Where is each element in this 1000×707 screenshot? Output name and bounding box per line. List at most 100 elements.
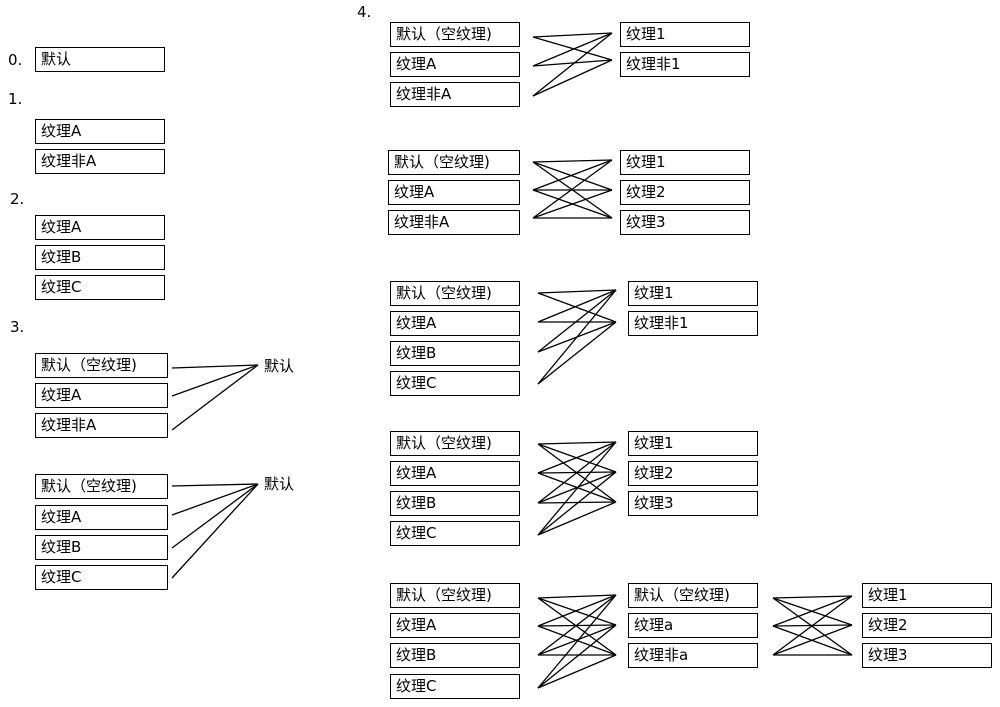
d1-left-box: 默认（空纹理)	[390, 22, 520, 47]
d3-left-box: 纹理B	[390, 341, 520, 366]
d1-left-box: 纹理A	[390, 52, 520, 77]
d4-left-box: 纹理A	[390, 461, 520, 486]
d5-left-box: 纹理B	[390, 643, 520, 668]
d5-right-box: 纹理1	[862, 583, 992, 608]
step-3b-target-label: 默认	[264, 475, 295, 493]
step-3b-connector	[171, 483, 259, 549]
d5-left-connector	[537, 594, 617, 656]
d5-left-connector	[537, 624, 617, 656]
d3-connector	[537, 289, 617, 323]
d2-right-box: 纹理2	[620, 180, 750, 205]
d5-left-box: 纹理A	[390, 613, 520, 638]
d5-right-connector	[772, 597, 853, 656]
step-3b-connector	[171, 483, 259, 516]
d5-left-connector	[537, 654, 617, 689]
d4-right-box: 纹理2	[628, 461, 758, 486]
d5-right-connector	[772, 624, 853, 656]
d5-right-connector	[772, 595, 853, 627]
d4-left-box: 纹理C	[390, 521, 520, 546]
step-3b-box: 纹理C	[35, 565, 168, 590]
d2-left-box: 纹理A	[388, 180, 520, 205]
step-4-number: 4.	[357, 3, 372, 21]
d3-connector	[537, 292, 617, 323]
d2-right-box: 纹理1	[620, 150, 750, 175]
d4-connector	[537, 501, 617, 536]
step-3b-box: 纹理B	[35, 535, 168, 560]
step-3b-connector	[171, 483, 259, 487]
d3-connector	[537, 289, 617, 294]
d2-left-box: 纹理非A	[388, 210, 520, 235]
d4-connector	[537, 471, 617, 536]
d2-right-box: 纹理3	[620, 210, 750, 235]
step-3b-box: 默认（空纹理)	[35, 474, 168, 499]
d2-left-box: 默认（空纹理)	[388, 150, 520, 175]
d2-connector	[532, 161, 613, 191]
d1-connector	[532, 32, 613, 38]
d3-connector	[537, 289, 617, 353]
d5-left-connector	[537, 597, 617, 656]
step-3a-box: 默认（空纹理)	[35, 353, 168, 378]
d1-connector	[532, 59, 613, 97]
d4-right-box: 纹理3	[628, 491, 758, 516]
step-3a-connector	[171, 364, 259, 431]
d1-connector	[532, 32, 613, 97]
d1-connector	[532, 36, 613, 61]
d4-left-box: 纹理B	[390, 491, 520, 516]
d5-left-connector	[537, 594, 617, 599]
d5-right-box: 纹理2	[862, 613, 992, 638]
d5-right-box: 纹理3	[862, 643, 992, 668]
d1-right-box: 纹理1	[620, 22, 750, 47]
d1-connector	[532, 59, 613, 67]
d5-left-connector	[537, 594, 617, 627]
d5-left-box: 默认（空纹理)	[390, 583, 520, 608]
d5-middle-box: 默认（空纹理)	[628, 583, 758, 608]
d4-connector	[537, 441, 617, 445]
d5-middle-box: 纹理a	[628, 613, 758, 638]
d3-connector	[537, 289, 617, 385]
step-3b-connector	[171, 483, 259, 579]
step-1-box: 纹理非A	[35, 149, 165, 174]
d3-left-box: 纹理A	[390, 311, 520, 336]
d2-connector	[532, 159, 613, 219]
d3-right-box: 纹理1	[628, 281, 758, 306]
d5-right-connector	[772, 595, 853, 656]
d4-connector	[537, 441, 617, 474]
step-3a-connector	[171, 364, 259, 369]
d1-right-box: 纹理非1	[620, 52, 750, 77]
d5-left-connector	[537, 597, 617, 626]
step-2-box: 纹理A	[35, 215, 165, 240]
d5-left-connector	[537, 594, 617, 689]
d5-right-connector	[772, 595, 853, 599]
d4-right-box: 纹理1	[628, 431, 758, 456]
step-3a-connector	[171, 364, 259, 397]
d5-left-box: 纹理C	[390, 674, 520, 699]
d3-connector	[537, 321, 617, 385]
step-1-box: 纹理A	[35, 119, 165, 144]
d3-right-box: 纹理非1	[628, 311, 758, 336]
step-3a-box: 纹理A	[35, 383, 168, 408]
step-3-number: 3.	[10, 318, 25, 336]
d4-connector	[537, 441, 617, 536]
d3-left-box: 纹理C	[390, 371, 520, 396]
step-3b-box: 纹理A	[35, 505, 168, 530]
step-2-number: 2.	[10, 190, 25, 208]
d2-connector	[532, 159, 613, 191]
d2-connector	[532, 159, 613, 163]
step-2-box: 纹理C	[35, 275, 165, 300]
step-2-box: 纹理B	[35, 245, 165, 270]
d2-connector	[532, 189, 613, 219]
d1-connector	[532, 32, 613, 67]
d4-connector	[537, 441, 617, 504]
step-3a-box: 纹理非A	[35, 413, 168, 438]
d1-left-box: 纹理非A	[390, 82, 520, 107]
d5-left-connector	[537, 624, 617, 689]
step-3a-target-label: 默认	[264, 357, 295, 375]
d3-left-box: 默认（空纹理)	[390, 281, 520, 306]
step-1-number: 1.	[8, 90, 23, 108]
d4-left-box: 默认（空纹理)	[390, 431, 520, 456]
d4-connector	[537, 501, 617, 504]
d5-middle-box: 纹理非a	[628, 643, 758, 668]
step-0-default-box: 默认	[35, 47, 165, 72]
